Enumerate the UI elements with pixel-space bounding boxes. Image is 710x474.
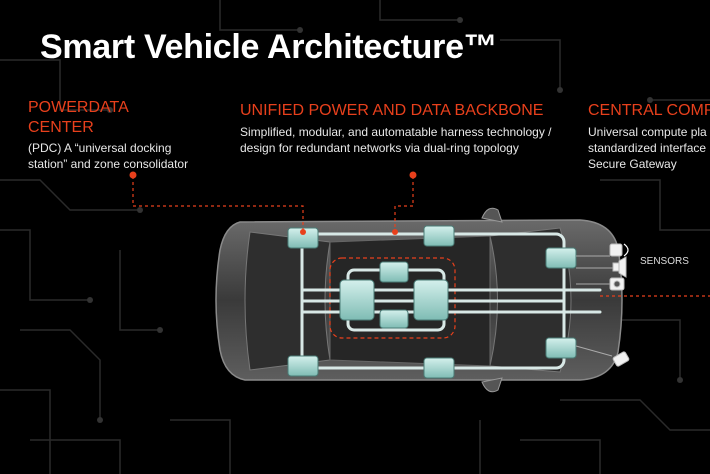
callout-lines <box>132 176 710 297</box>
sensor-speaker-icon <box>612 256 627 278</box>
page-title: Smart Vehicle Architecture™ <box>40 28 498 66</box>
sensor-icons <box>609 243 630 367</box>
central-compute-modules <box>339 261 449 329</box>
pdc-rear-left <box>287 355 319 377</box>
central-compute-block-description: Universal compute pla standardized inter… <box>588 125 707 171</box>
sensor-connectors <box>575 255 613 357</box>
pdc-rear-right <box>545 337 577 359</box>
central-compute-zone <box>329 257 456 339</box>
pdc-front-mid <box>423 225 455 247</box>
pdc-front-right <box>545 247 577 269</box>
circuit-nodes <box>87 17 683 423</box>
pdc-block-title: POWERDATA CENTER <box>28 99 128 136</box>
sensor-dome-icon <box>609 243 629 257</box>
sensors-label: SENSORS <box>640 256 689 267</box>
callout-dots <box>129 171 417 235</box>
pdc-rear-mid <box>423 357 455 379</box>
sensor-corner-icon <box>612 351 630 367</box>
central-compute-block-title: CENTRAL COMP <box>588 102 710 119</box>
pdc-modules <box>287 225 577 379</box>
pdc-block-description: (PDC) A “universal docking station” and … <box>28 141 189 171</box>
backbone-block-description: Simplified, modular, and automatable har… <box>240 125 552 155</box>
backbone-block-title: UNIFIED POWER AND DATA BACKBONE <box>240 102 544 119</box>
sensor-camera-icon <box>609 277 625 291</box>
